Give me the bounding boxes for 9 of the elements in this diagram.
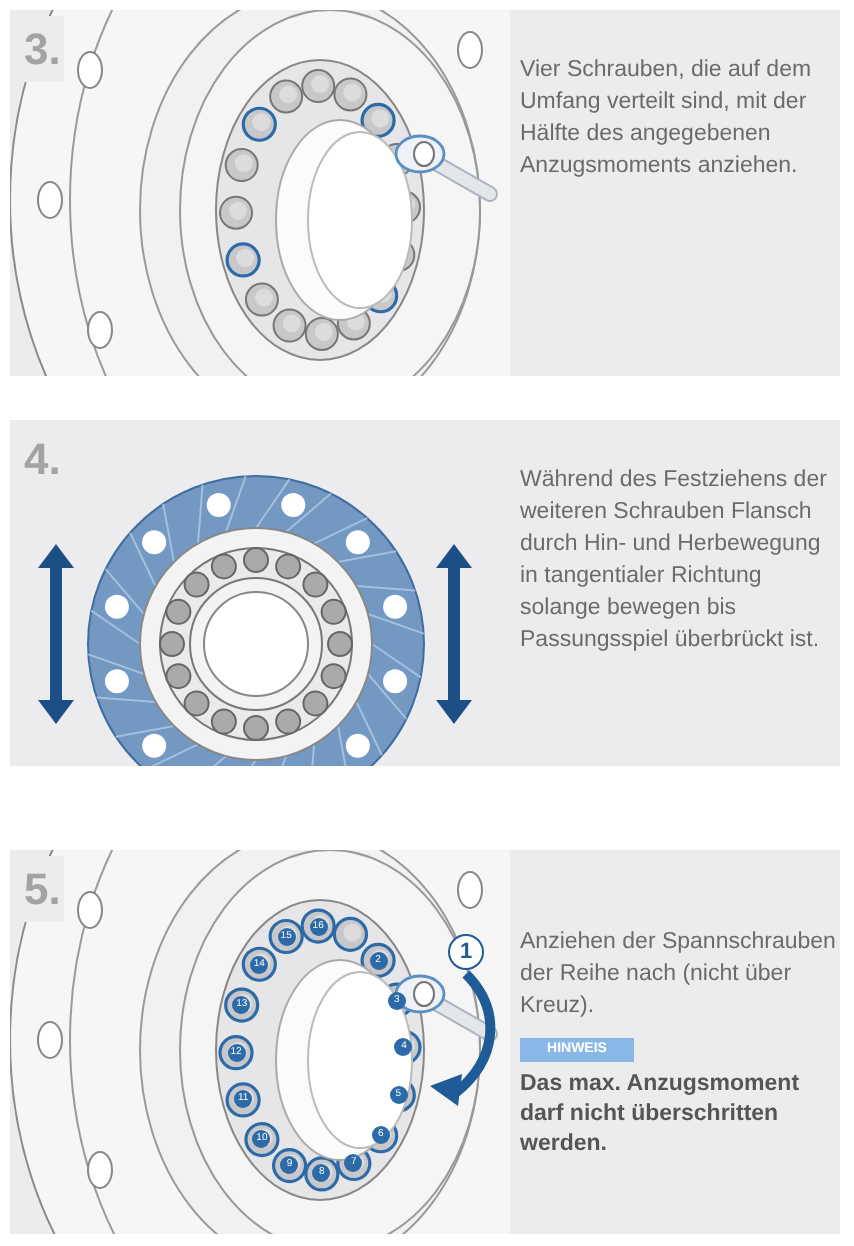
- step-panel: [10, 850, 840, 1234]
- instruction-text: Vier Schrauben, die auf dem Umfang verteilt sind, mit der Hälfte des angegebenen Anzugsmoments anziehen.: [520, 56, 814, 182]
- step-number: 3.: [20, 16, 65, 82]
- step-panel: [10, 10, 840, 376]
- instruction-text: Anziehen der Spannschrauben der Reihe nach (nicht über Kreuz).: [520, 928, 838, 1022]
- warning-text: Das max. Anzugsmoment darf nicht überschritten werden.: [520, 1070, 802, 1160]
- instruction-text: Während des Festziehens der weiteren Schrauben Flansch durch Hin- und Herbewegung in tangentialer Richtung solange bewegen bis Passungsspiel überbrückt ist.: [520, 466, 829, 656]
- step-number: 5.: [20, 856, 65, 922]
- step-panel: [10, 420, 840, 766]
